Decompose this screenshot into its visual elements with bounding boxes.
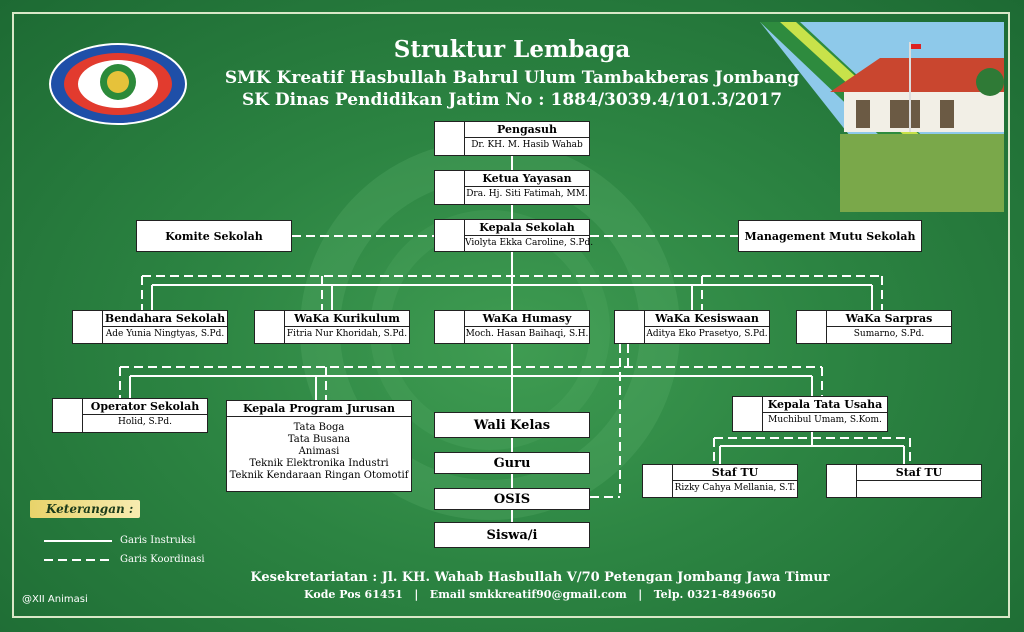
operator-sekolah-name: Holid, S.Pd. <box>118 417 172 427</box>
bendahara-name: Ade Yunia Ningtyas, S.Pd. <box>105 329 225 339</box>
waka-sarpras-title: WaKa Sarpras <box>827 311 951 327</box>
kepala-tata-usaha-name: Muchibul Umam, S.Kom. <box>768 415 882 425</box>
management-mutu-box: Management Mutu Sekolah <box>738 220 922 252</box>
waka-kesiswaan-name: Aditya Eko Prasetyo, S.Pd. <box>646 329 768 339</box>
waka-humasy-title: WaKa Humasy <box>465 311 589 327</box>
waka-sarpras-name: Sumarno, S.Pd. <box>853 329 925 339</box>
guru-box: Guru <box>434 452 590 474</box>
kepala-sekolah-box: Kepala Sekolah Violyta Ekka Caroline, S.… <box>434 219 594 252</box>
pengasuh-title: Pengasuh <box>465 122 589 138</box>
ketua-yayasan-title: Ketua Yayasan <box>465 171 589 187</box>
waka-kurikulum-title: WaKa Kurikulum <box>285 311 409 327</box>
program-list: Tata Boga Tata Busana Animasi Teknik Ele… <box>227 417 411 482</box>
kepala-sekolah-name: Violyta Ekka Caroline, S.Pd. <box>465 238 594 248</box>
staf-tu-2-title: Staf TU <box>857 465 981 481</box>
pengasuh-box: Pengasuh Dr. KH. M. Hasib Wahab <box>434 121 590 156</box>
ketua-yayasan-name: Dra. Hj. Siti Fatimah, MM. <box>466 189 588 199</box>
staf-tu-1-title: Staf TU <box>673 465 797 481</box>
footer-contact: Kode Pos 61451 | Email smkkreatif90@gmai… <box>304 588 776 601</box>
program-item: Animasi <box>298 446 340 457</box>
staf-tu-2-box: Staf TU <box>826 464 982 498</box>
operator-sekolah-title: Operator Sekolah <box>83 399 207 415</box>
waka-sarpras-box: WaKa Sarpras Sumarno, S.Pd. <box>796 310 952 344</box>
program-item: Tata Busana <box>287 434 351 445</box>
school-building-photo <box>760 22 1004 212</box>
kepala-sekolah-title: Kepala Sekolah <box>465 220 589 236</box>
kepala-program-jurusan-box: Kepala Program Jurusan Tata Boga Tata Bu… <box>226 400 412 492</box>
pengasuh-name: Dr. KH. M. Hasib Wahab <box>471 140 583 150</box>
legend-solid-label: Garis Instruksi <box>120 535 196 546</box>
page-title: Struktur Lembaga <box>393 36 631 63</box>
staf-tu-1-name: Rizky Cahya Mellania, S.T. <box>674 483 796 493</box>
osis-box: OSIS <box>434 488 590 510</box>
program-item: Teknik Elektronika Industri <box>249 458 389 469</box>
kepala-tata-usaha-box: Kepala Tata Usaha Muchibul Umam, S.Kom. <box>732 396 888 432</box>
school-logo <box>48 42 188 126</box>
bendahara-box: Bendahara Sekolah Ade Yunia Ningtyas, S.… <box>72 310 228 344</box>
waka-kurikulum-name: Fitria Nur Khoridah, S.Pd. <box>286 329 408 339</box>
bendahara-title: Bendahara Sekolah <box>103 312 227 327</box>
legend-title: Keterangan : <box>30 500 140 518</box>
staf-tu-1-box: Staf TU Rizky Cahya Mellania, S.T. <box>642 464 798 498</box>
program-item: Tata Boga <box>293 422 345 433</box>
wali-kelas-box: Wali Kelas <box>434 412 590 438</box>
watermark-text: @XII Animasi <box>22 594 88 605</box>
waka-humasy-name: Moch. Hasan Baihaqi, S.H. <box>465 329 589 339</box>
school-name: SMK Kreatif Hasbullah Bahrul Ulum Tambak… <box>224 68 800 88</box>
komite-sekolah-box: Komite Sekolah <box>136 220 292 252</box>
kepala-tata-usaha-title: Kepala Tata Usaha <box>763 397 887 413</box>
waka-kesiswaan-box: WaKa Kesiswaan Aditya Eko Prasetyo, S.Pd… <box>614 310 770 344</box>
siswa-box: Siswa/i <box>434 522 590 548</box>
ketua-yayasan-box: Ketua Yayasan Dra. Hj. Siti Fatimah, MM. <box>434 170 590 205</box>
footer-address: Kesekretariatan : Jl. KH. Wahab Hasbulla… <box>250 570 830 585</box>
operator-sekolah-box: Operator Sekolah Holid, S.Pd. <box>52 398 208 433</box>
waka-humasy-box: WaKa Humasy Moch. Hasan Baihaqi, S.H. <box>434 310 590 344</box>
waka-kurikulum-box: WaKa Kurikulum Fitria Nur Khoridah, S.Pd… <box>254 310 410 344</box>
waka-kesiswaan-title: WaKa Kesiswaan <box>645 311 769 327</box>
kepala-program-jurusan-title: Kepala Program Jurusan <box>227 401 411 417</box>
program-item: Teknik Kendaraan Ringan Otomotif <box>229 470 409 481</box>
decree-number: SK Dinas Pendidikan Jatim No : 1884/3039… <box>241 90 783 110</box>
legend-dashed-label: Garis Koordinasi <box>120 554 205 565</box>
